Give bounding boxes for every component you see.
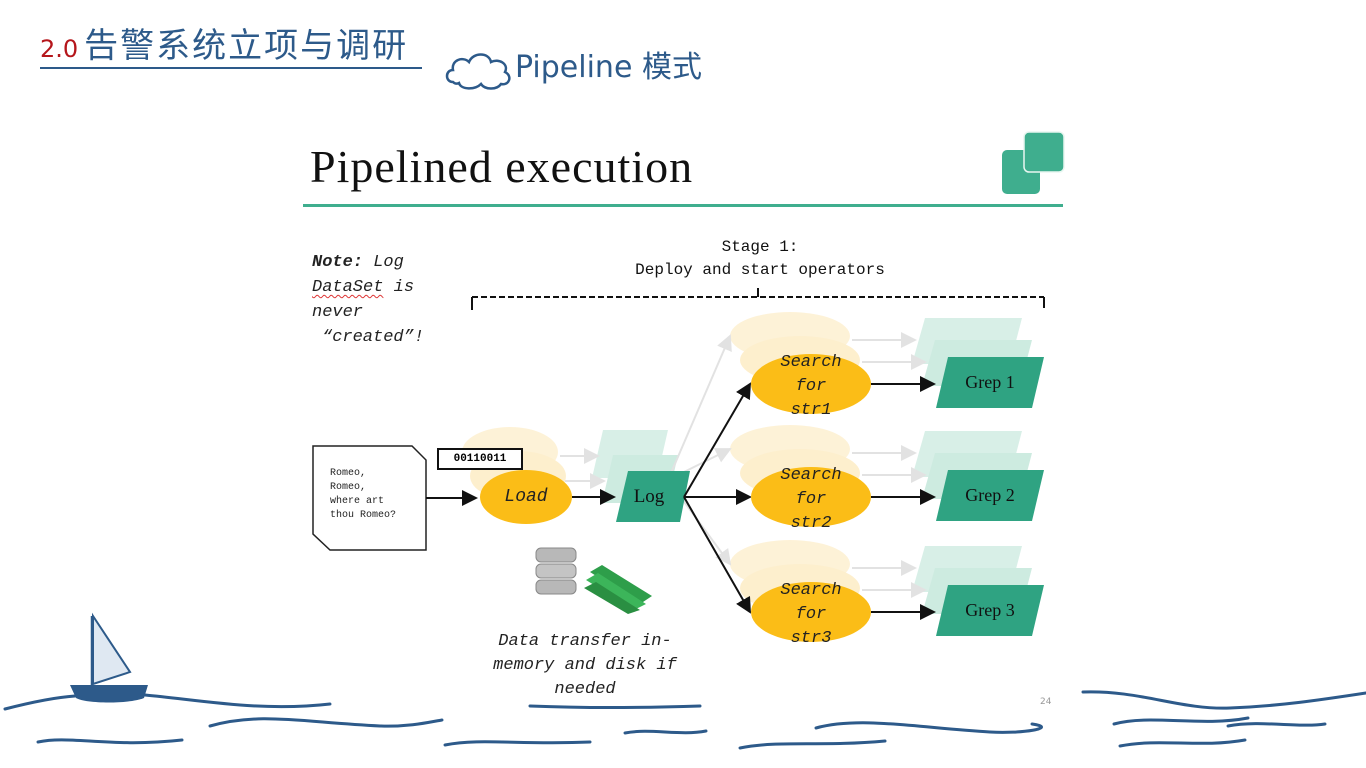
search-label-2: Search for str2 [761, 464, 861, 536]
subtitle: Pipeline 模式 [515, 50, 702, 85]
database-icon [535, 547, 577, 595]
note-line3: never [312, 303, 364, 322]
decorative-waves [3, 690, 1366, 750]
stage-line1: Stage 1: [721, 238, 799, 256]
grep-node-1 [936, 357, 1044, 408]
search-node-2 [751, 467, 871, 527]
slide-title: Pipelined execution [310, 141, 694, 192]
search-label-line: for [795, 377, 827, 396]
sailboat-icon [70, 612, 148, 703]
arrow-log-to-search-1 [683, 382, 752, 498]
search-label-line: str3 [790, 629, 832, 648]
grep-node-3 [936, 585, 1044, 636]
search-label-line: Search [780, 581, 842, 600]
stage-bracket [471, 288, 1045, 310]
note-line1: Log [363, 253, 404, 272]
note-line2: is [383, 278, 415, 297]
grep-label-2: Grep 2 [965, 485, 1015, 505]
note-dataset-word: DataSet [312, 278, 384, 297]
load-node [480, 470, 572, 524]
section-title: 告警系统立项与调研 [84, 26, 409, 66]
caption-line1: Data transfer in- [498, 632, 672, 651]
cloud-icon [445, 53, 511, 90]
binary-data-badge: 00110011 [437, 448, 523, 470]
note-label: Note: [312, 253, 364, 272]
grep-label-1: Grep 1 [965, 372, 1015, 392]
note-text: Note: Log DataSet is never “created”! [312, 250, 424, 350]
title-rule [303, 204, 1063, 207]
stage-label: Stage 1: Deploy and start operators [600, 236, 920, 282]
grep-label-3: Grep 3 [965, 600, 1015, 620]
page-number: 24 [1040, 697, 1052, 707]
slide-logo-icon [1002, 131, 1065, 194]
grep-node-2 [936, 470, 1044, 521]
search-label-line: str2 [790, 514, 832, 533]
arrow-log-to-search-3 [683, 496, 751, 614]
search-label-3: Search for str3 [761, 579, 861, 651]
search-label-line: Search [780, 466, 842, 485]
note-line4: “created”! [322, 328, 425, 347]
search-label-1: Search for str1 [761, 351, 861, 423]
section-number: 2.0 [40, 35, 79, 63]
log-label: Log [633, 486, 665, 507]
search-label-line: for [795, 490, 827, 509]
caption-line3: needed [554, 680, 616, 699]
data-transfer-caption: Data transfer in- memory and disk if nee… [480, 630, 690, 702]
heading-underline [40, 67, 422, 69]
stage-line2: Deploy and start operators [635, 261, 885, 279]
search-label-line: for [795, 605, 827, 624]
input-document [312, 445, 427, 551]
ram-memory-icon [584, 565, 652, 614]
search-node-1 [751, 354, 871, 414]
search-label-line: Search [780, 353, 842, 372]
caption-line2: memory and disk if [493, 656, 677, 675]
input-document-text: Romeo, Romeo, where art thou Romeo? [330, 468, 397, 521]
load-label: Load [504, 487, 548, 507]
log-node [616, 471, 690, 522]
search-node-3 [751, 582, 871, 642]
search-label-line: str1 [790, 401, 832, 420]
